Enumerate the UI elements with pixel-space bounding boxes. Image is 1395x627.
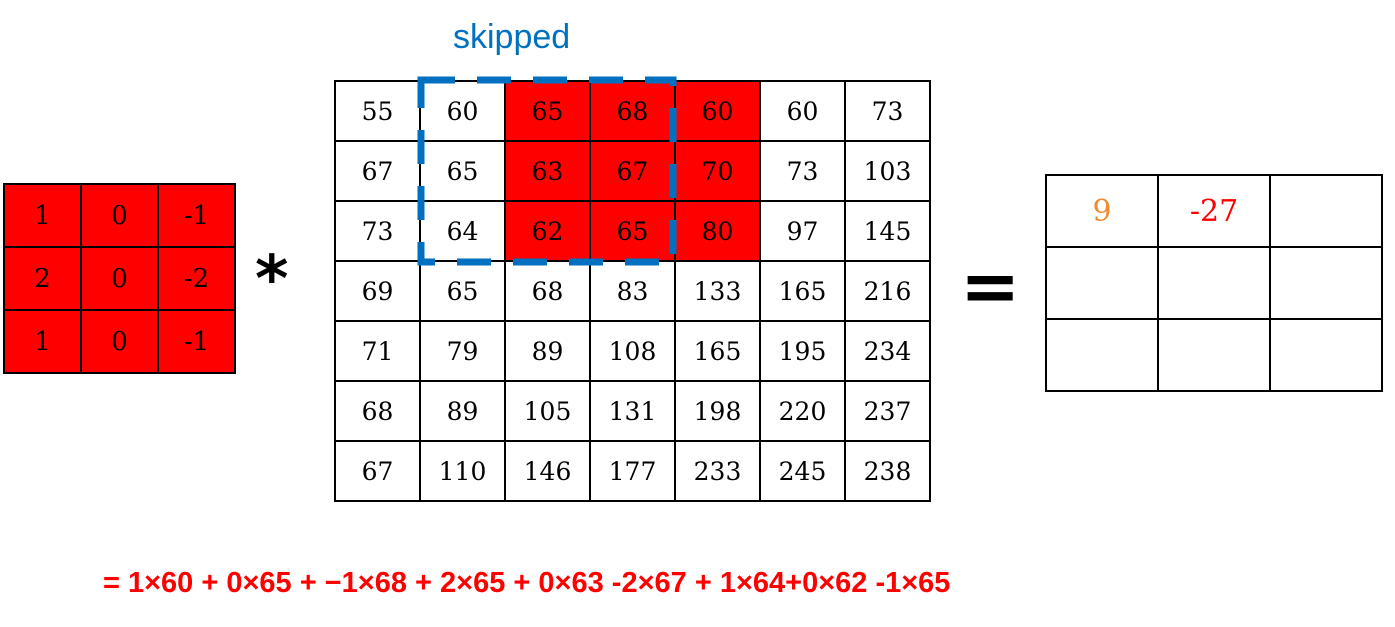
image-cell: 73: [334, 200, 421, 262]
image-cell: 79: [419, 320, 506, 382]
image-cell: 63: [504, 140, 591, 202]
result-matrix: 9-27: [1045, 174, 1383, 392]
skipped-label: skipped: [453, 18, 571, 56]
result-row: [1045, 318, 1383, 392]
image-cell: 110: [419, 440, 506, 502]
result-cell: [1269, 318, 1383, 392]
image-cell: 73: [759, 140, 846, 202]
image-cell: 216: [844, 260, 931, 322]
kernel-cell: -2: [157, 246, 236, 311]
image-cell: 133: [674, 260, 761, 322]
image-cell: 67: [589, 140, 676, 202]
kernel-cell: 1: [3, 183, 82, 248]
image-cell: 68: [504, 260, 591, 322]
result-row: 9-27: [1045, 174, 1383, 248]
image-cell: 238: [844, 440, 931, 502]
image-cell: 65: [589, 200, 676, 262]
result-row: [1045, 246, 1383, 320]
image-cell: 103: [844, 140, 931, 202]
image-cell: 245: [759, 440, 846, 502]
image-cell: 97: [759, 200, 846, 262]
result-cell: [1045, 318, 1159, 392]
image-cell: 198: [674, 380, 761, 442]
image-cell: 237: [844, 380, 931, 442]
image-cell: 60: [759, 80, 846, 142]
image-cell: 67: [334, 440, 421, 502]
result-cell: [1269, 174, 1383, 248]
result-cell: 9: [1045, 174, 1159, 248]
image-cell: 60: [674, 80, 761, 142]
result-cell: [1045, 246, 1159, 320]
result-cell: [1157, 246, 1271, 320]
image-cell: 62: [504, 200, 591, 262]
image-cell: 55: [334, 80, 421, 142]
image-cell: 65: [419, 140, 506, 202]
image-cell: 233: [674, 440, 761, 502]
image-cell: 60: [419, 80, 506, 142]
kernel-cell: 0: [80, 183, 159, 248]
image-cell: 80: [674, 200, 761, 262]
image-cell: 67: [334, 140, 421, 202]
image-cell: 65: [419, 260, 506, 322]
image-cell: 68: [334, 380, 421, 442]
equals-operator: =: [960, 244, 1021, 328]
kernel-cell: 0: [80, 246, 159, 311]
image-cell: 108: [589, 320, 676, 382]
image-cell: 146: [504, 440, 591, 502]
image-cell: 165: [674, 320, 761, 382]
image-cell: 68: [589, 80, 676, 142]
kernel-cell: 1: [3, 309, 82, 374]
kernel-cell: 2: [3, 246, 82, 311]
result-cell: [1269, 246, 1383, 320]
image-cell: 177: [589, 440, 676, 502]
kernel-cell: -1: [157, 183, 236, 248]
image-cell: 89: [419, 380, 506, 442]
image-cell: 145: [844, 200, 931, 262]
image-cell: 234: [844, 320, 931, 382]
result-cell: -27: [1157, 174, 1271, 248]
image-cell: 220: [759, 380, 846, 442]
image-cell: 105: [504, 380, 591, 442]
image-cell: 70: [674, 140, 761, 202]
skipped-window-outline: [417, 76, 677, 266]
image-cell: 73: [844, 80, 931, 142]
image-cell: 71: [334, 320, 421, 382]
image-cell: 165: [759, 260, 846, 322]
image-cell: 65: [504, 80, 591, 142]
result-cell: [1157, 318, 1271, 392]
calculation-formula: = 1×60 + 0×65 + −1×68 + 2×65 + 0×63 -2×6…: [103, 567, 951, 599]
kernel-cell: 0: [80, 309, 159, 374]
image-cell: 64: [419, 200, 506, 262]
kernel-cell: -1: [157, 309, 236, 374]
convolution-operator: *: [255, 243, 289, 317]
image-cell: 131: [589, 380, 676, 442]
image-cell: 195: [759, 320, 846, 382]
image-cell: 89: [504, 320, 591, 382]
image-cell: 69: [334, 260, 421, 322]
